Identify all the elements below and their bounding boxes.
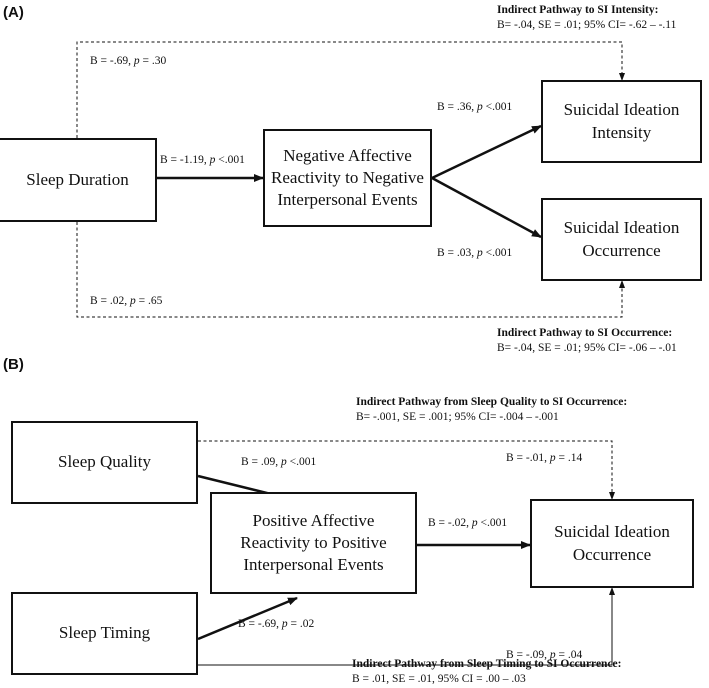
a-occurrence-note-title: Indirect Pathway to SI Occurrence: — [497, 327, 673, 339]
a-si-intensity-line-1: Suicidal Ideation — [563, 100, 680, 120]
b-b-path-label: B = -.02, p <.001 — [428, 517, 508, 529]
a-b-occurrence-arrow — [431, 176, 542, 239]
panel-a-label: (A) — [3, 4, 24, 21]
b-timing-note-title: Indirect Pathway from Sleep Timing to SI… — [352, 658, 622, 670]
b-a-timing-label: B = -.69, p = .02 — [238, 618, 315, 630]
b-quality-note-stats: B= -.001, SE = .001; 95% CI= -.004 – -.0… — [356, 410, 559, 423]
b-direct-timing-label: B = -.09, p = .04 — [506, 649, 583, 661]
a-sleep-duration-box: Sleep Duration — [0, 138, 157, 222]
b-timing-note-stats: B = .01, SE = .01, 95% CI = .00 – .03 — [352, 672, 526, 685]
b-direct-quality-label: B = -.01, p = .14 — [506, 452, 583, 464]
b-mediator-line-2: Reactivity to Positive — [240, 532, 387, 552]
a-mediator-line-1: Negative Affective — [283, 145, 412, 165]
a-si-occurrence-box: Suicidal Ideation Occurrence — [541, 198, 702, 281]
b-quality-note-title: Indirect Pathway from Sleep Quality to S… — [356, 396, 628, 408]
b-sleep-quality-label: Sleep Quality — [57, 452, 151, 472]
a-si-occurrence-line-1: Suicidal Ideation — [563, 218, 680, 238]
b-si-occurrence-line-2: Occurrence — [572, 544, 652, 564]
a-occurrence-note-stats: B= -.04, SE = .01; 95% CI= -.06 – -.01 — [497, 341, 677, 354]
b-sleep-timing-box: Sleep Timing — [11, 592, 198, 675]
a-b-intensity-label: B = .36, p <.001 — [437, 101, 513, 113]
panel-b-label: (B) — [3, 356, 24, 373]
a-a-path-label: B = -1.19, p <.001 — [160, 154, 245, 166]
a-intensity-note-title: Indirect Pathway to SI Intensity: — [497, 4, 659, 16]
b-mediator-line-3: Interpersonal Events — [243, 555, 384, 575]
a-si-intensity-line-2: Intensity — [591, 122, 652, 142]
a-intensity-note-stats: B= -.04, SE = .01; 95% CI= -.62 – -.11 — [497, 18, 677, 31]
a-intensity-note: Indirect Pathway to SI Intensity: B= -.0… — [497, 3, 676, 33]
b-quality-note: Indirect Pathway from Sleep Quality to S… — [356, 395, 627, 425]
b-mediator-box: Positive Affective Reactivity to Positiv… — [210, 492, 417, 594]
a-mediator-line-2: Reactivity to Negative — [271, 167, 424, 187]
b-si-occurrence-line-1: Suicidal Ideation — [554, 522, 670, 542]
a-mediator-line-3: Interpersonal Events — [277, 190, 418, 210]
a-occurrence-note: Indirect Pathway to SI Occurrence: B= -.… — [497, 326, 677, 356]
b-sleep-quality-box: Sleep Quality — [11, 421, 198, 504]
a-direct-intensity-label: B = -.69, p = .30 — [90, 55, 167, 67]
a-b-occurrence-label: B = .03, p <.001 — [437, 247, 513, 259]
b-a-timing-arrow — [197, 596, 298, 641]
b-sleep-timing-label: Sleep Timing — [58, 623, 151, 643]
b-mediator-line-1: Positive Affective — [252, 510, 375, 530]
a-direct-intensity-line — [76, 41, 625, 138]
a-b-intensity-arrow — [431, 124, 542, 180]
b-timing-note: Indirect Pathway from Sleep Timing to SI… — [352, 657, 622, 687]
b-direct-quality-line — [198, 440, 615, 500]
b-a-quality-label: B = .09, p <.001 — [241, 456, 317, 468]
a-mediator-box: Negative Affective Reactivity to Negativ… — [263, 129, 432, 227]
a-si-occurrence-line-2: Occurrence — [582, 240, 661, 260]
a-direct-occurrence-label: B = .02, p = .65 — [90, 295, 163, 307]
b-si-occurrence-box: Suicidal Ideation Occurrence — [530, 499, 694, 588]
a-sleep-duration-label: Sleep Duration — [26, 169, 129, 189]
a-si-intensity-box: Suicidal Ideation Intensity — [541, 80, 702, 163]
b-direct-timing-line — [198, 587, 615, 666]
